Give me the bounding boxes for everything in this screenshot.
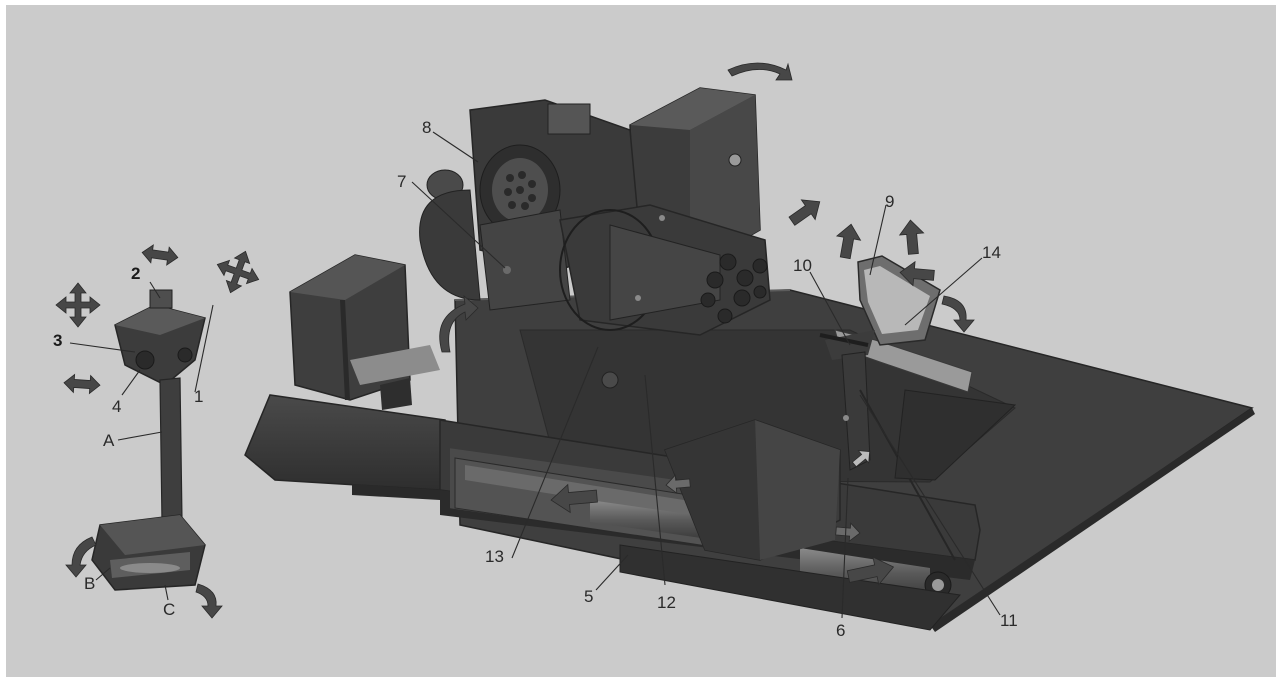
arrow-icon — [898, 219, 925, 255]
curved-arrow-icon — [941, 295, 975, 333]
callout-6: 6 — [836, 621, 845, 640]
sliding-chute — [601, 371, 841, 561]
callout-10: 10 — [793, 256, 812, 275]
callout-9: 9 — [885, 192, 894, 211]
four-way-arrow-icon — [216, 250, 260, 294]
arrow-icon — [835, 522, 861, 542]
callout-12: 12 — [657, 593, 676, 612]
callout-B: B — [84, 574, 95, 593]
callout-A: A — [103, 431, 115, 450]
arrow-icon — [665, 474, 691, 494]
four-way-arrow-icon — [55, 282, 101, 328]
leader-lines — [69, 131, 1001, 619]
detail-head-assembly — [91, 289, 206, 591]
callout-4: 4 — [112, 397, 121, 416]
arrow-icon — [851, 450, 871, 468]
callout-2: 2 — [131, 264, 140, 283]
arrow-icon — [788, 199, 821, 226]
callout-labels: 1 2 3 4 A B C 5 6 7 8 9 10 11 12 13 14 — [53, 118, 1018, 640]
curved-arrow-icon — [439, 295, 479, 353]
arrow-icon — [899, 260, 935, 287]
callout-5: 5 — [584, 587, 593, 606]
cutter-rotor — [559, 204, 771, 336]
callout-8: 8 — [422, 118, 431, 137]
callout-7: 7 — [397, 172, 406, 191]
motion-arrows — [55, 62, 975, 619]
curved-arrow-icon — [65, 536, 97, 578]
callout-C: C — [163, 600, 175, 619]
curved-arrow-icon — [195, 583, 223, 619]
column-tower — [629, 87, 761, 271]
arrow-icon — [550, 483, 598, 514]
arrow-icon — [846, 556, 895, 586]
callout-3: 3 — [53, 331, 62, 350]
side-housing — [289, 254, 440, 410]
callout-1: 1 — [194, 387, 203, 406]
arrow-icon — [835, 223, 862, 260]
callout-13: 13 — [485, 547, 504, 566]
callout-11: 11 — [1000, 611, 1018, 630]
callout-14: 14 — [982, 243, 1001, 262]
curved-arrow-icon — [727, 62, 793, 81]
frame-panel — [894, 389, 1017, 481]
